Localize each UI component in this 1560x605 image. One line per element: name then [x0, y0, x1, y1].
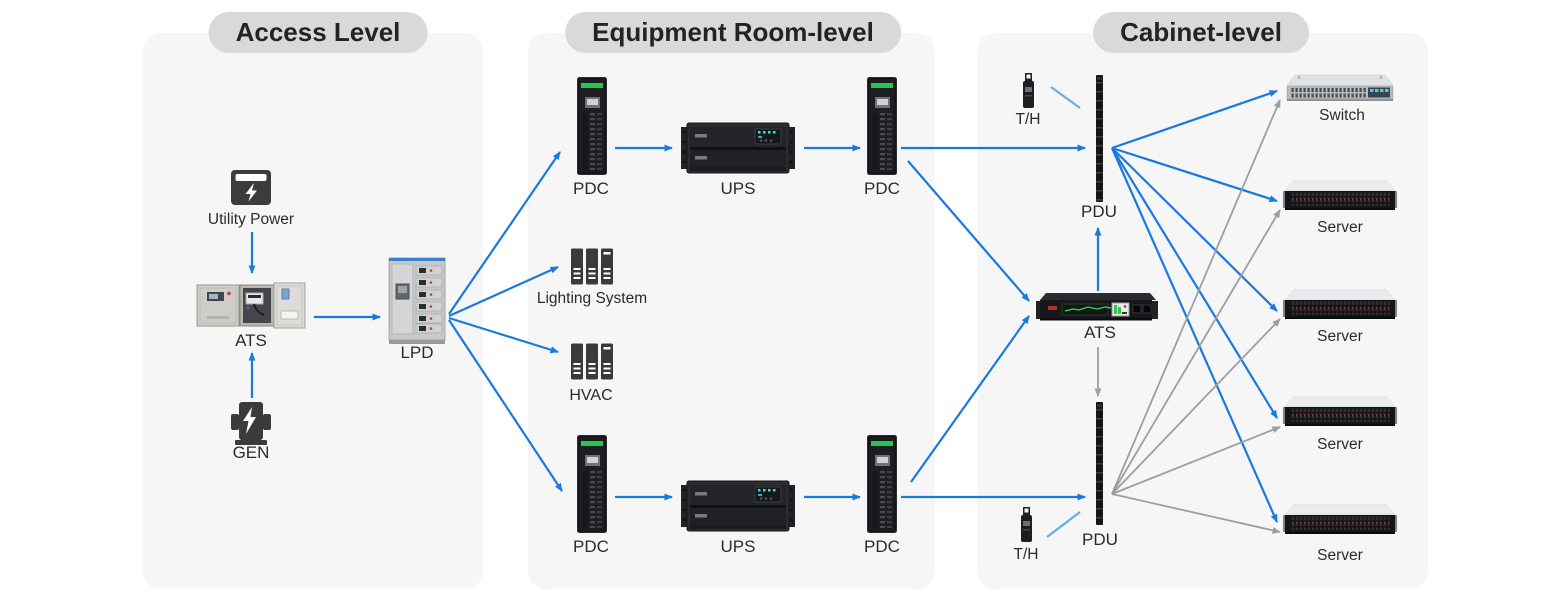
- pdc-bottom-left-label: PDC: [573, 537, 609, 556]
- edge-pdu_top-to-server4: [1110, 147, 1279, 523]
- edge-lpd-to-pdc_bottom_left: [448, 319, 563, 492]
- edge-pdu_top-to-server1: [1111, 146, 1278, 203]
- pdc-top-right-device: [867, 77, 897, 175]
- edge-lpd-to-lighting_system: [448, 265, 559, 318]
- edge-lpd-to-hvac: [448, 316, 559, 354]
- cabinet-level-title: Cabinet-level: [1093, 12, 1309, 53]
- pdu-bottom-device: [1096, 402, 1103, 525]
- pdc-top-left-device: [577, 77, 607, 175]
- server-device-3: [1283, 395, 1397, 432]
- edge-pdu_top-to-switch: [1111, 89, 1278, 150]
- lighting-system-label: Lighting System: [536, 290, 648, 307]
- server-label-3: Server: [1317, 436, 1363, 453]
- edge-pdu_bottom-to-server4: [1111, 493, 1281, 534]
- utility-power-label: Utility Power: [207, 211, 295, 228]
- edge-th_top-to-pdu_top: [1050, 86, 1081, 109]
- edge-pdu_bottom-to-server1: [1111, 209, 1281, 495]
- ups-top-device: [681, 119, 795, 177]
- hvac-label: HVAC: [569, 387, 613, 404]
- lighting-system-icon: [570, 248, 614, 285]
- edge-pdc_top_right-to-ats_rack: [907, 160, 1030, 302]
- utility-power-icon: [230, 169, 272, 206]
- ats-rack-label: ATS: [1084, 323, 1116, 342]
- edge-pdu_bottom-to-server3: [1111, 426, 1281, 495]
- access-level-title: Access Level: [208, 12, 428, 53]
- edge-pdu_bottom-to-switch: [1111, 99, 1281, 495]
- th-sensor-top-icon: [1020, 72, 1037, 109]
- pdc-bottom-left-device: [577, 435, 607, 533]
- lpd-cabinet-image: [388, 256, 446, 345]
- equipment-room-title: Equipment Room-level: [565, 12, 901, 53]
- ats-box-label: ATS: [235, 331, 267, 350]
- pdc-bottom-right-device: [867, 435, 897, 533]
- server-device-2: [1283, 288, 1397, 325]
- edge-pdc_bottom_right-to-ats_rack: [910, 315, 1030, 483]
- switch-device: [1283, 72, 1397, 110]
- pdu-top-device: [1096, 75, 1103, 202]
- pdu-bottom-label: PDU: [1082, 530, 1118, 549]
- pdc-top-left-label: PDC: [573, 179, 609, 198]
- ups-top-label: UPS: [720, 179, 756, 198]
- server-label-2: Server: [1317, 328, 1363, 345]
- server-label-1: Server: [1317, 219, 1363, 236]
- pdc-top-right-label: PDC: [864, 179, 900, 198]
- pdu-top-label: PDU: [1081, 202, 1117, 221]
- pdc-bottom-right-label: PDC: [864, 537, 900, 556]
- server-device-1: [1283, 179, 1397, 216]
- lpd-label: LPD: [400, 343, 434, 362]
- th-sensor-top-label: T/H: [1015, 111, 1041, 128]
- edge-pdu_top-to-server2: [1111, 147, 1278, 312]
- th-sensor-bottom-label: T/H: [1013, 546, 1039, 563]
- ats-rack-device: [1036, 292, 1158, 326]
- edge-lpd-to-pdc_top_left: [448, 151, 561, 315]
- ups-bottom-label: UPS: [720, 537, 756, 556]
- server-label-4: Server: [1317, 547, 1363, 564]
- edge-pdu_bottom-to-server2: [1111, 318, 1281, 495]
- ups-bottom-device: [681, 477, 795, 535]
- ats-cabinet-image: [196, 280, 308, 330]
- gen-label: GEN: [232, 443, 270, 462]
- switch-label: Switch: [1319, 107, 1365, 124]
- hvac-icon: [570, 343, 614, 380]
- edge-pdu_top-to-server3: [1111, 147, 1278, 419]
- edge-th_bottom-to-pdu_bottom: [1046, 511, 1081, 538]
- generator-icon: [224, 401, 278, 446]
- th-sensor-bottom-icon: [1018, 506, 1035, 543]
- server-device-4: [1283, 503, 1397, 540]
